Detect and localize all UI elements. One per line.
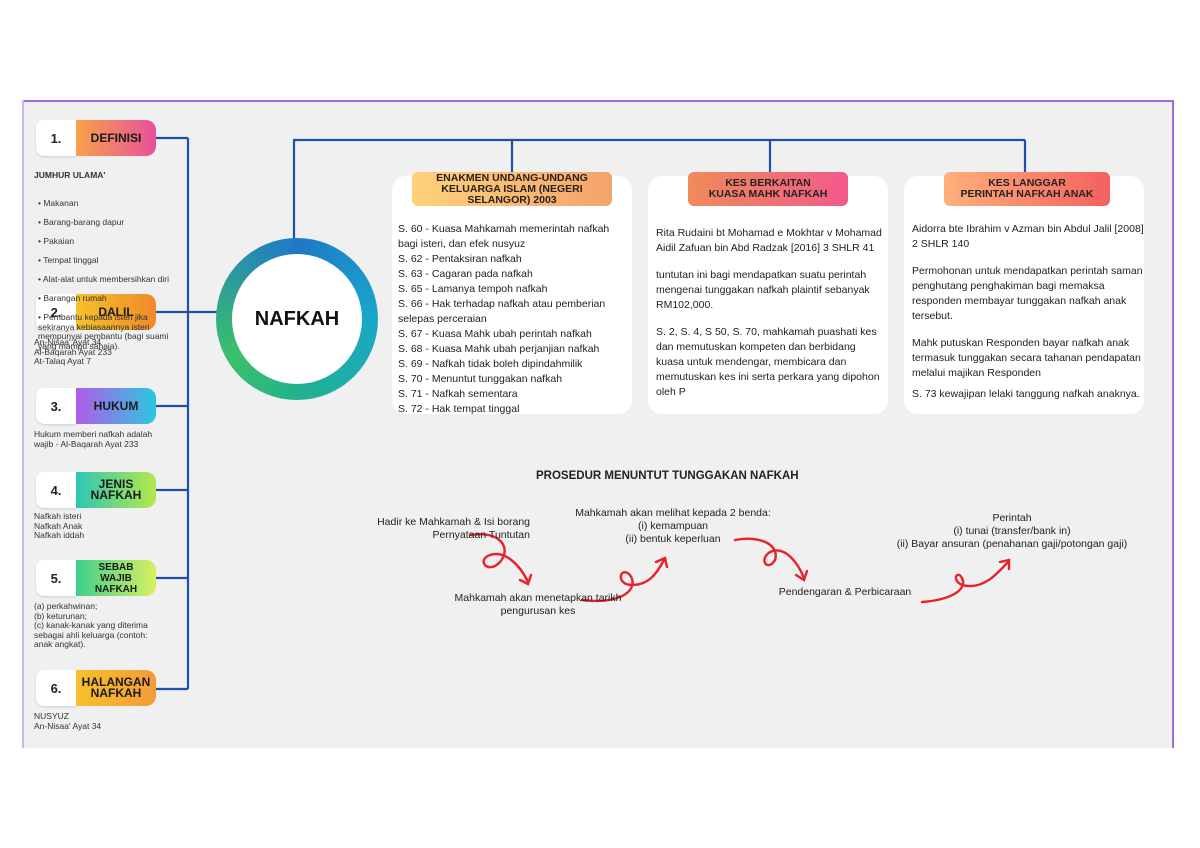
topic-hukum: 3. HUKUM	[36, 388, 156, 424]
section-line: S. 70 - Menuntut tunggakan nafkah	[398, 373, 563, 385]
list-item: Makanan	[38, 198, 184, 209]
section-line: S. 69 - Nafkah tidak boleh dipindahmilik	[398, 358, 583, 370]
card-paragraph: tuntutan ini bagi mendapatkan suatu peri…	[656, 269, 870, 311]
list-item: Alat-alat untuk membersihkan diri	[38, 274, 184, 285]
topic-definisi: 1. DEFINISI	[36, 120, 156, 156]
note-sebab: (a) perkahwinan; (b) keturunan; (c) kana…	[34, 601, 148, 649]
section-line: S. 71 - Nafkah sementara	[398, 388, 518, 400]
hub-title: NAFKAH	[232, 254, 362, 384]
card-enakmen-header: ENAKMEN UNDANG-UNDANG KELUARGA ISLAM (NE…	[412, 172, 612, 206]
list-item: Pembantu kepada isteri jika sekiranya ke…	[38, 312, 184, 351]
section-line: S. 63 - Cagaran pada nafkah	[398, 268, 533, 280]
proc-arrow-4	[920, 560, 1010, 604]
list-item: Barangan rumah	[38, 293, 184, 304]
note-hukum: Hukum memberi nafkah adalah wajib - Al-B…	[34, 429, 153, 449]
topic-number: 3.	[36, 388, 76, 424]
topic-label: HUKUM	[76, 388, 156, 424]
note-dalil: An-Nisaa' Ayat 34 Al-Baqarah Ayat 233 At…	[34, 337, 112, 366]
topic-number: 4.	[36, 472, 76, 508]
section-line: S. 68 - Kuasa Mahk ubah perjanjian nafka…	[398, 343, 600, 355]
topic-label: DEFINISI	[76, 120, 156, 156]
card-kes-kuasa-header: KES BERKAITAN KUASA MAHK NAFKAH	[688, 172, 848, 206]
list-item: Pakaian	[38, 236, 184, 247]
card-kes-kuasa-body: Rita Rudaini bt Mohamad e Mokhtar v Moha…	[656, 226, 882, 400]
section-line: S. 72 - Hak tempat tinggal	[398, 403, 520, 415]
connector-hub-top	[292, 138, 1025, 240]
card-enakmen	[392, 176, 632, 414]
card-paragraph: Mahk putuskan Responden bayar nafkah ana…	[912, 337, 1141, 379]
section-line: S. 60 - Kuasa Mahkamah memerintah nafkah…	[398, 223, 610, 250]
note-definisi: JUMHUR ULAMA' Makanan Barang-barang dapu…	[34, 161, 184, 370]
card-enakmen-body: S. 60 - Kuasa Mahkamah memerintah nafkah…	[398, 222, 630, 417]
card-paragraph: Rita Rudaini bt Mohamad e Mokhtar v Moha…	[656, 227, 882, 254]
topic-number: 5.	[36, 560, 76, 596]
note-halangan: NUSYUZ An-Nisaa' Ayat 34	[34, 711, 102, 731]
topic-jenis-nafkah: 4. JENIS NAFKAH	[36, 472, 156, 508]
topic-number: 1.	[36, 120, 76, 156]
procedure-step-5: Perintah (i) tunai (transfer/bank in) (i…	[896, 512, 1128, 550]
card-paragraph: S. 2, S. 4, S 50, S. 70, mahkamah puasha…	[656, 326, 880, 398]
topic-halangan-nafkah: 6. HALANGAN NAFKAH	[36, 670, 156, 706]
topic-number: 6.	[36, 670, 76, 706]
topic-label: JENIS NAFKAH	[76, 472, 156, 508]
list-item: Tempat tinggal	[38, 255, 184, 266]
proc-arrow-1-head	[518, 573, 533, 586]
section-line: S. 66 - Hak terhadap nafkah atau pemberi…	[398, 298, 606, 325]
topic-sebab-wajib-nafkah: 5. SEBAB WAJIB NAFKAH	[36, 560, 156, 596]
proc-arrow-3	[733, 537, 806, 580]
procedure-step-4: Pendengaran & Perbicaraan	[778, 586, 912, 598]
card-paragraph: Permohonan untuk mendapatkan perintah sa…	[912, 265, 1143, 322]
topic-label: SEBAB WAJIB NAFKAH	[76, 560, 156, 596]
procedure-title: PROSEDUR MENUNTUT TUNGGAKAN NAFKAH	[536, 470, 799, 482]
proc-arrow-1	[468, 532, 530, 584]
section-line: S. 67 - Kuasa Mahk ubah perintah nafkah	[398, 328, 592, 340]
proc-arrow-2	[580, 558, 666, 603]
topic-label: HALANGAN NAFKAH	[76, 670, 156, 706]
proc-arrow-4-head	[998, 558, 1011, 571]
procedure-step-1: Hadir ke Mahkamah & Isi borang Pernyataa…	[377, 516, 530, 541]
section-line: S. 62 - Pentaksiran nafkah	[398, 253, 522, 265]
proc-arrow-2-head	[654, 556, 669, 569]
card-kes-langgar-header: KES LANGGAR PERINTAH NAFKAH ANAK	[944, 172, 1110, 206]
proc-arrow-3-head	[794, 569, 809, 582]
card-paragraph: S. 73 kewajipan lelaki tanggung nafkah a…	[912, 388, 1140, 400]
note-jenis: Nafkah isteri Nafkah Anak Nafkah iddah	[34, 511, 85, 540]
card-kes-langgar	[904, 176, 1144, 414]
procedure-step-2: Mahkamah akan menetapkan tarikh pengurus…	[454, 592, 622, 617]
card-kes-langgar-body: Aidorra bte Ibrahim v Azman bin Abdul Ja…	[912, 222, 1146, 402]
section-line: S. 65 - Lamanya tempoh nafkah	[398, 283, 548, 295]
procedure-step-3: Mahkamah akan melihat kepada 2 benda: (i…	[575, 507, 771, 545]
list-item: Barang-barang dapur	[38, 217, 184, 228]
card-kes-kuasa	[648, 176, 888, 414]
card-paragraph: Aidorra bte Ibrahim v Azman bin Abdul Ja…	[912, 223, 1144, 250]
canvas-left-border	[22, 100, 24, 748]
note-definisi-heading: JUMHUR ULAMA'	[34, 169, 106, 180]
